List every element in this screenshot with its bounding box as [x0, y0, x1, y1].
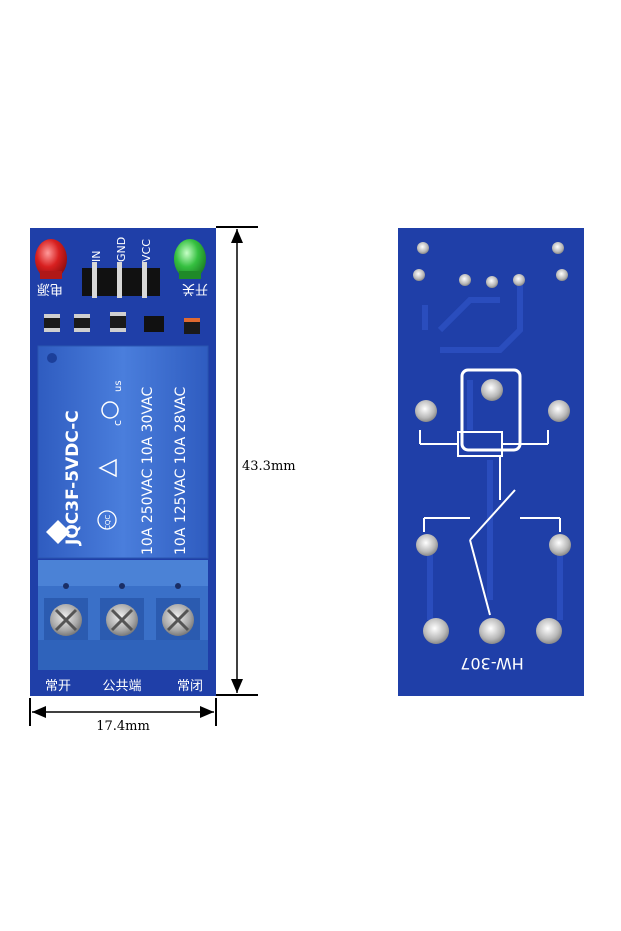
cert-c: c — [111, 420, 124, 426]
coil-symbol — [419, 430, 549, 500]
terminal-label-nc: 常闭 — [177, 679, 203, 694]
front-board: 电源 开关 IN GND VCC — [30, 228, 216, 696]
pin-label-in: IN — [90, 251, 103, 262]
pin-label-gnd: GND — [115, 237, 128, 262]
cert-cqc: CQC — [104, 515, 112, 530]
terminal-label-com: 公共端 — [102, 679, 141, 694]
smd-components — [44, 312, 200, 334]
height-dimension-label: 43.3mm — [242, 459, 296, 474]
height-dimension: 43.3mm — [216, 226, 296, 696]
relay-rating-line-2: 10A 125VAC 10A 28VAC — [173, 387, 189, 555]
pin-label-vcc: VCC — [140, 239, 153, 262]
copper-traces — [422, 280, 563, 620]
switch-led-label: 开关 — [182, 281, 208, 296]
cert-us: us — [113, 380, 124, 392]
back-pad — [416, 534, 438, 556]
back-pad — [417, 242, 429, 254]
terminal-screw-com — [106, 604, 138, 636]
relay-rating-line-1: 10A 250VAC 10A 30VAC — [140, 387, 156, 555]
brand-logo-icon — [46, 520, 70, 544]
back-pad — [486, 276, 498, 288]
relay-cert-marks: c us CQC — [46, 380, 124, 544]
relay-body — [37, 345, 209, 559]
green-led — [174, 239, 206, 279]
back-pad — [548, 400, 570, 422]
terminal-screw-nc — [162, 604, 194, 636]
relay-model-text: JQC3F-5VDC-C — [63, 410, 83, 546]
transistor — [144, 316, 164, 332]
back-pad — [413, 269, 425, 281]
back-pad — [481, 379, 503, 401]
width-dimension-label: 17.4mm — [96, 719, 150, 734]
back-pad — [552, 242, 564, 254]
back-pad — [536, 618, 562, 644]
back-pad — [423, 618, 449, 644]
terminal-block — [38, 560, 208, 670]
width-dimension: 17.4mm — [29, 698, 217, 734]
coil-outline — [460, 368, 522, 452]
terminal-screw-no — [50, 604, 82, 636]
power-led-label: 电源 — [37, 281, 63, 296]
back-pad — [549, 534, 571, 556]
back-pad — [415, 400, 437, 422]
back-board: HW-307 — [398, 228, 584, 696]
back-pad — [479, 618, 505, 644]
red-led — [35, 239, 67, 279]
back-pad — [556, 269, 568, 281]
switch-symbol — [423, 489, 561, 616]
terminal-label-no: 常开 — [45, 679, 71, 694]
pin-header — [82, 262, 160, 298]
back-pad — [513, 274, 525, 286]
back-pad — [459, 274, 471, 286]
back-model-label: HW-307 — [460, 654, 524, 673]
